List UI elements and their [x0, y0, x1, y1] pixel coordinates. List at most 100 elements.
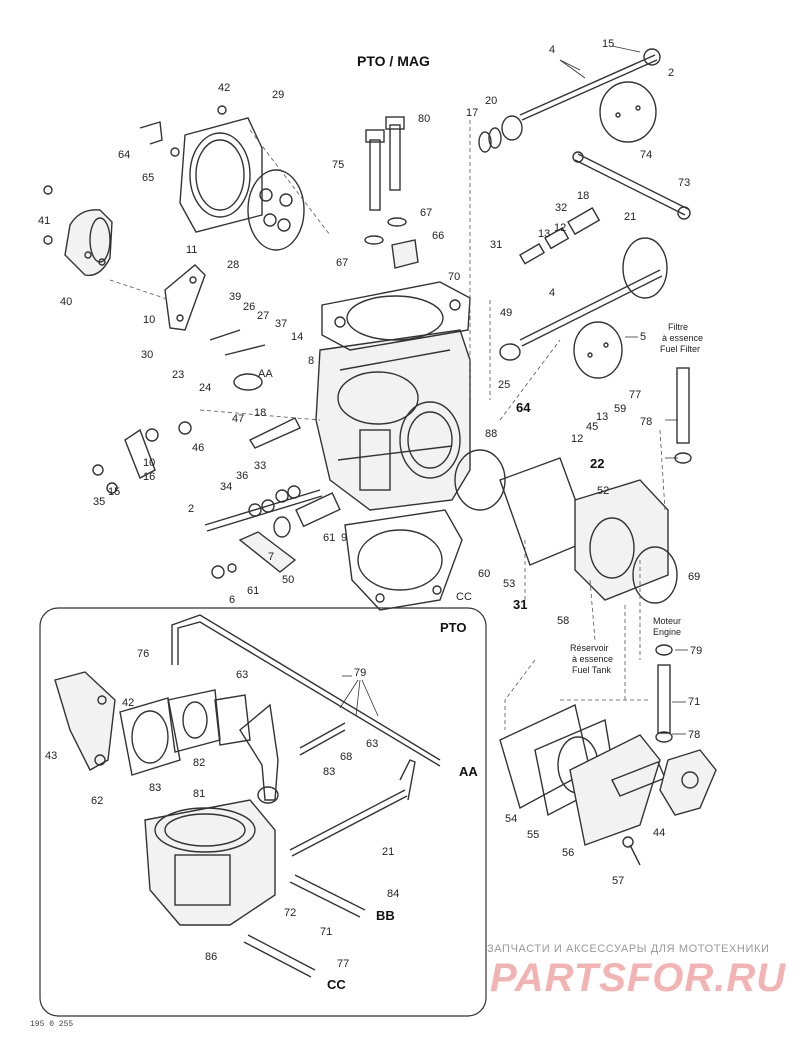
mounting-plate — [247, 169, 305, 251]
part-number: CC — [456, 591, 472, 603]
inset-title: PTO — [440, 620, 467, 635]
part-number: 15 — [602, 38, 614, 50]
part-number: 65 — [142, 172, 154, 184]
part-number: 46 — [192, 442, 204, 454]
part-number: 31 — [490, 239, 502, 251]
part-number: 71 — [688, 696, 700, 708]
part-number: 56 — [562, 847, 574, 859]
part-number: 67 — [336, 257, 348, 269]
part-number: 16 — [143, 471, 155, 483]
part-number: 4 — [549, 287, 555, 299]
top-gasket — [321, 281, 471, 351]
part-number: 37 — [275, 318, 287, 330]
part-number: 20 — [485, 95, 497, 107]
reference-letter: AA — [459, 764, 478, 779]
part-number: 10 — [143, 314, 155, 326]
svg-text:à essence: à essence — [572, 654, 613, 664]
part-number: 68 — [340, 751, 352, 763]
part-number: 9 — [341, 532, 347, 544]
part-number: 88 — [485, 428, 497, 440]
part-number: 69 — [688, 571, 700, 583]
part-number: 76 — [137, 648, 149, 660]
part-number: 80 — [418, 113, 430, 125]
inset-part-numbers: 76 63 79 42 43 62 82 83 81 68 63 83 AA 2… — [45, 648, 478, 992]
part-number: 13 — [596, 411, 608, 423]
inset-tube — [171, 614, 441, 767]
inset-gasket — [119, 697, 181, 776]
part-number: 53 — [503, 578, 515, 590]
part-number: 32 — [555, 202, 567, 214]
svg-text:Filtre: Filtre — [668, 322, 688, 332]
part-number: 29 — [272, 89, 284, 101]
inset-linkage — [239, 703, 279, 804]
part-number: 62 — [91, 795, 103, 807]
main-dashed-leaders — [109, 120, 666, 660]
part-number: 41 — [38, 215, 50, 227]
shop-watermark: ЗАПЧАСТИ И АКСЕССУАРЫ ДЛЯ МОТОТЕХНИКИ — [487, 943, 770, 955]
pto-inset-frame — [39, 607, 487, 1017]
part-number: 52 — [597, 485, 609, 497]
clip — [391, 239, 419, 269]
part-number: 83 — [149, 782, 161, 794]
carburetor-body — [315, 329, 471, 511]
part-number: 58 — [557, 615, 569, 627]
reference-letter: CC — [327, 977, 346, 992]
inset-carburetor — [144, 799, 276, 926]
svg-text:Moteur: Moteur — [653, 616, 681, 626]
part-number: 14 — [291, 331, 303, 343]
part-number: 83 — [323, 766, 335, 778]
reference-letter: 22 — [590, 456, 604, 471]
inset-bracket — [54, 671, 116, 771]
flange-gasket — [179, 117, 263, 233]
part-number: 4 — [549, 44, 555, 56]
long-bolts — [364, 116, 407, 245]
part-number: 11 — [186, 244, 197, 256]
part-number: 45 — [586, 421, 598, 433]
part-number: 47 — [232, 413, 244, 425]
reference-letter: 64 — [516, 400, 531, 415]
part-number: 36 — [236, 470, 248, 482]
part-number: 82 — [193, 757, 205, 769]
part-number: 43 — [45, 750, 57, 762]
reference-letter: BB — [376, 908, 395, 923]
part-number: 50 — [282, 574, 294, 586]
fuel-filter-tube — [674, 367, 692, 464]
part-number: 63 — [366, 738, 378, 750]
part-number: 10 — [143, 457, 155, 469]
part-number: 61 — [323, 532, 335, 544]
figure-code: 195 0 255 — [30, 1020, 74, 1029]
svg-text:Réservoir: Réservoir — [570, 643, 609, 653]
lower-tube — [655, 644, 673, 743]
part-number: 78 — [688, 729, 700, 741]
part-number: 66 — [432, 230, 444, 242]
engine-note: Moteur Engine — [653, 616, 681, 637]
part-number: 61 — [247, 585, 259, 597]
right-dashed-leaders — [504, 605, 650, 730]
part-number: 5 — [640, 331, 646, 343]
inset-shaft — [289, 759, 416, 857]
fuel-pump — [499, 457, 678, 604]
part-number: 2 — [668, 67, 674, 79]
inset-hoses — [243, 722, 366, 978]
part-number: 78 — [640, 416, 652, 428]
main-part-numbers: 15 4 2 20 17 80 42 29 64 65 75 41 67 74 … — [38, 38, 700, 627]
part-number: 25 — [498, 379, 510, 391]
part-number: 13 — [538, 228, 550, 240]
part-number: 77 — [337, 958, 349, 970]
part-number: 39 — [229, 291, 241, 303]
side-part-numbers: 79 71 78 54 55 56 44 57 — [505, 645, 702, 887]
part-number: 6 — [229, 594, 235, 606]
part-number: 70 — [448, 271, 460, 283]
part-number: 79 — [690, 645, 702, 657]
part-number: 24 — [199, 382, 211, 394]
part-number: 54 — [505, 813, 517, 825]
fuel-filter-note: Filtre à essence Fuel Filter — [660, 322, 703, 354]
svg-text:Fuel Tank: Fuel Tank — [572, 665, 611, 675]
part-number: 86 — [205, 951, 217, 963]
svg-text:Engine: Engine — [653, 627, 681, 637]
part-number: 2 — [188, 503, 194, 515]
part-number: 79 — [354, 667, 366, 679]
cam-lever — [92, 421, 192, 494]
part-number: 57 — [612, 875, 624, 887]
